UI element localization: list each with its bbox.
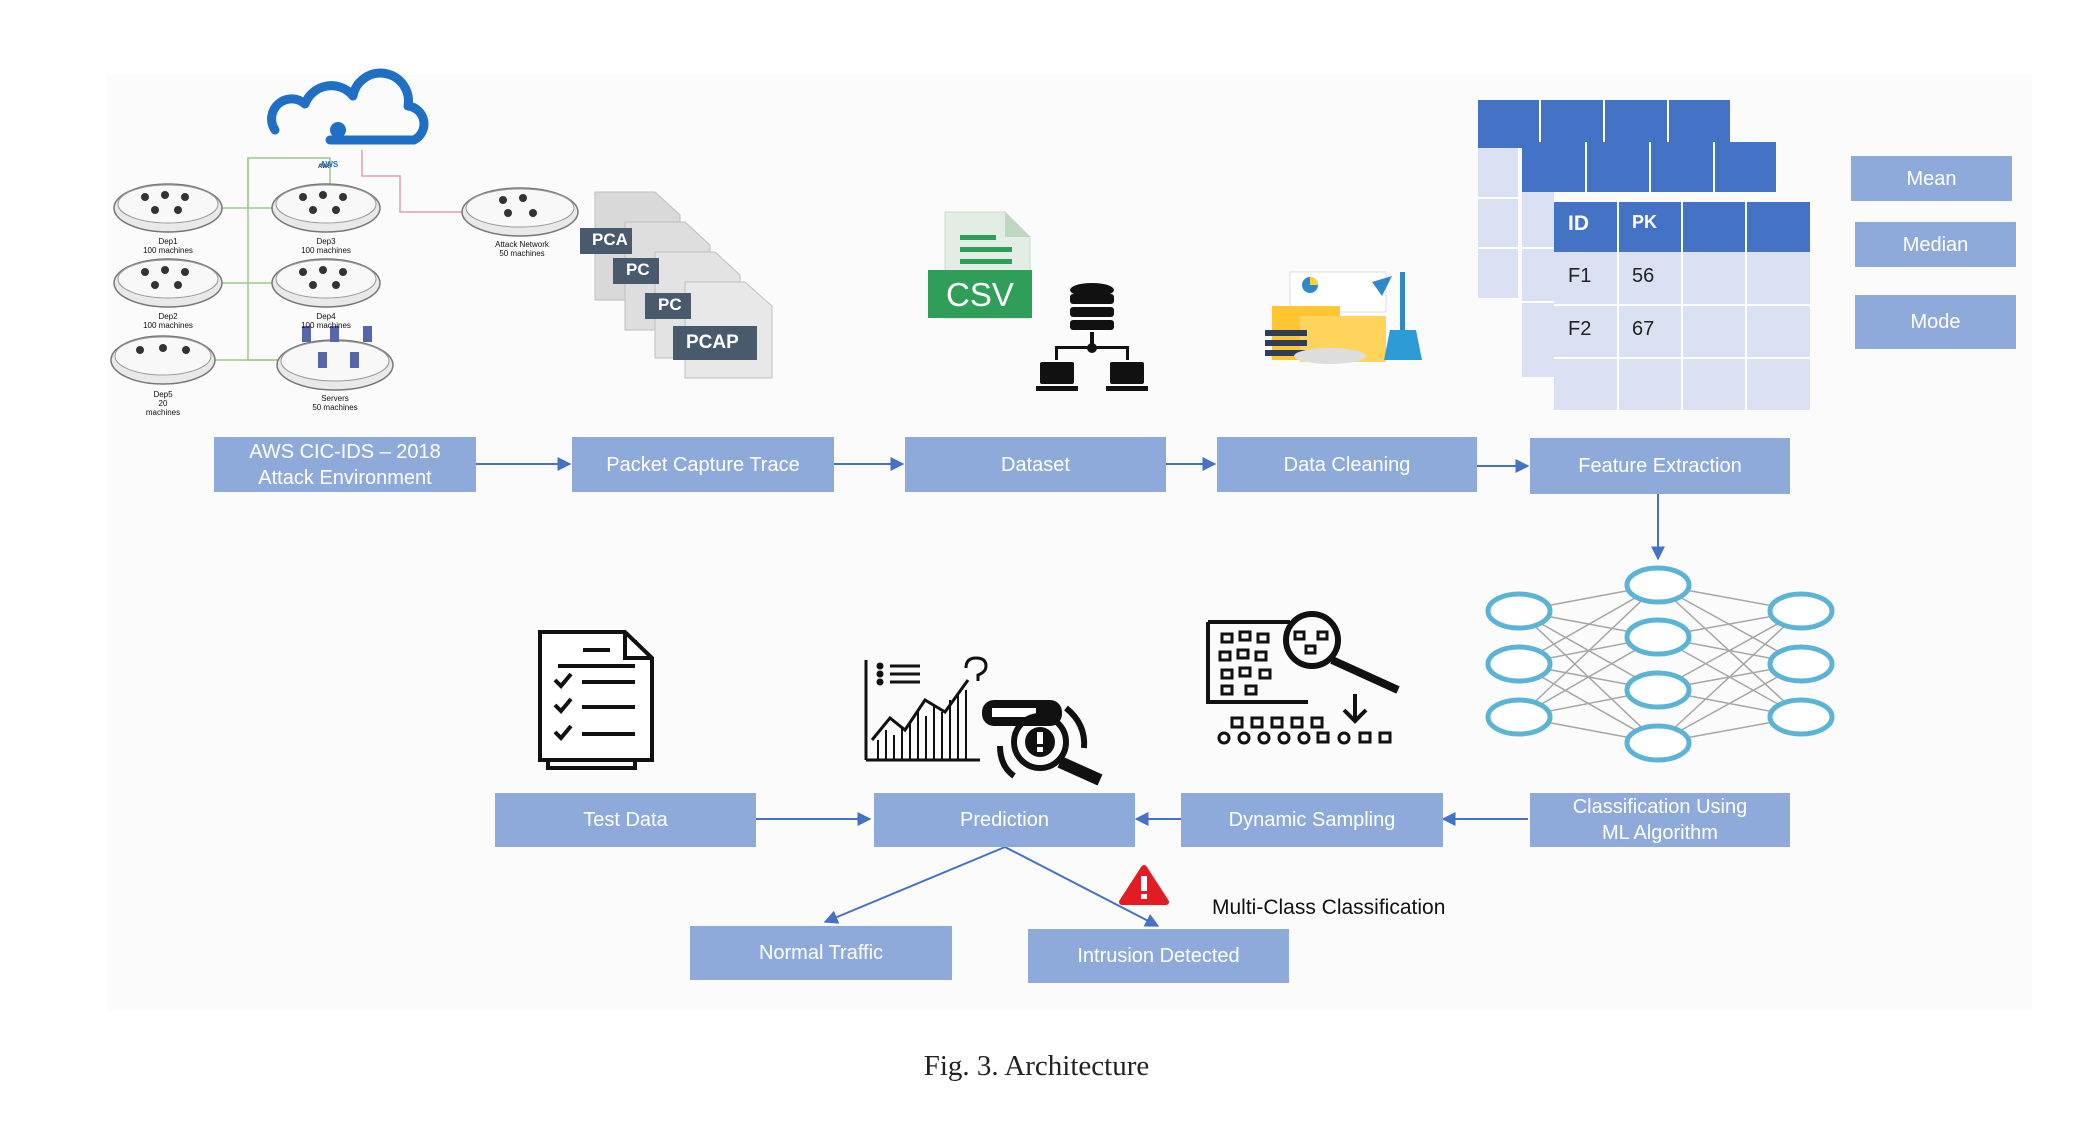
figure-caption: Fig. 3. Architecture: [923, 1050, 1150, 1082]
dep4-sub: 100 machines: [301, 321, 351, 330]
dep3-platter: [271, 183, 381, 233]
dep2-name: Dep2: [158, 312, 178, 321]
intrusion-detected-box: Intrusion Detected: [1028, 929, 1289, 983]
data-cleaning-box: Data Cleaning: [1217, 437, 1477, 492]
dep1-name: Dep1: [158, 237, 178, 246]
aws-environment-box: AWS CIC-IDS – 2018 Attack Environment: [214, 437, 476, 492]
table-cell-f2: F2: [1568, 318, 1592, 340]
prediction-analytics-icon: [864, 656, 1103, 786]
nn-node: [1485, 697, 1553, 737]
database-network-icon: [1036, 283, 1148, 391]
servers-platter: [276, 326, 394, 391]
table-cell-56: 56: [1632, 265, 1655, 287]
nn-node: [1624, 670, 1692, 710]
servers-name: Servers: [321, 394, 349, 403]
aws-tag: AWS: [320, 160, 339, 169]
table-cell-f1: F1: [1568, 265, 1592, 287]
median-box: Median: [1855, 222, 2016, 267]
prediction-box: Prediction: [874, 793, 1135, 847]
dep5-platter: [110, 335, 216, 385]
warning-icon: [1119, 865, 1169, 905]
nn-node: [1767, 697, 1835, 737]
pcap-tag-3: PC: [658, 295, 682, 314]
dep5-sub: 20 machines: [145, 399, 181, 417]
dynamic-sampling-box: Dynamic Sampling: [1181, 793, 1443, 847]
nn-node: [1485, 644, 1553, 684]
sampling-magnifier-icon: [1206, 611, 1400, 745]
csv-label: CSV: [946, 276, 1014, 313]
dep1-sub: 100 machines: [143, 246, 193, 255]
pcap-tag-1: PCA: [592, 230, 628, 249]
nn-edge: [1518, 584, 1659, 718]
pcap-tag-2: PC: [626, 260, 650, 279]
pcap-tag-4: PCAP: [686, 332, 739, 353]
arrow-prediction-to-intrusion: [1004, 846, 1160, 927]
nn-node: [1767, 591, 1835, 631]
data-cleaning-icon: [1265, 271, 1422, 364]
table-header-id: ID: [1568, 212, 1589, 235]
nn-edge: [1657, 610, 1802, 744]
packet-capture-box: Packet Capture Trace: [572, 437, 834, 492]
aws-network-illustration: AWS: [110, 68, 579, 391]
pcap-files-icon: [580, 191, 773, 379]
feature-extraction-box: Feature Extraction: [1530, 438, 1790, 494]
checklist-icon: [538, 630, 654, 770]
dep5-name: Dep5: [153, 390, 173, 399]
cloud-icon: [267, 68, 429, 145]
normal-traffic-box: Normal Traffic: [690, 926, 952, 980]
svg-text:AWS: AWS: [318, 164, 332, 170]
dep2-platter: [113, 258, 223, 308]
mean-box: Mean: [1851, 156, 2012, 201]
neural-network-icon: [1485, 565, 1835, 763]
nn-node: [1624, 723, 1692, 763]
dataset-box: Dataset: [905, 437, 1166, 492]
dep1-platter: [113, 183, 223, 233]
nn-node: [1767, 644, 1835, 684]
mode-box: Mode: [1855, 295, 2016, 349]
nn-node: [1624, 617, 1692, 657]
arrow-prediction-to-normal: [823, 846, 1006, 924]
nn-node: [1485, 591, 1553, 631]
dep3-name: Dep3: [316, 237, 336, 246]
feature-table-stack: [1478, 100, 1810, 410]
table-header-pk: PK: [1632, 212, 1658, 232]
csv-file-icon: [928, 211, 1032, 319]
nn-node: [1624, 565, 1692, 605]
dep4-platter: [271, 258, 381, 308]
multiclass-label: Multi-Class Classification: [1212, 896, 1446, 919]
test-data-box: Test Data: [495, 793, 756, 847]
dep4-name: Dep4: [316, 312, 336, 321]
attack-network-platter: [461, 187, 579, 237]
attack-network-name: Attack Network: [495, 240, 549, 249]
table-cell-67: 67: [1632, 318, 1655, 340]
dep2-sub: 100 machines: [143, 321, 193, 330]
dep3-sub: 100 machines: [301, 246, 351, 255]
classification-box: Classification Using ML Algorithm: [1530, 793, 1790, 847]
attack-network-sub: 50 machines: [499, 249, 545, 258]
servers-sub: 50 machines: [312, 403, 358, 412]
